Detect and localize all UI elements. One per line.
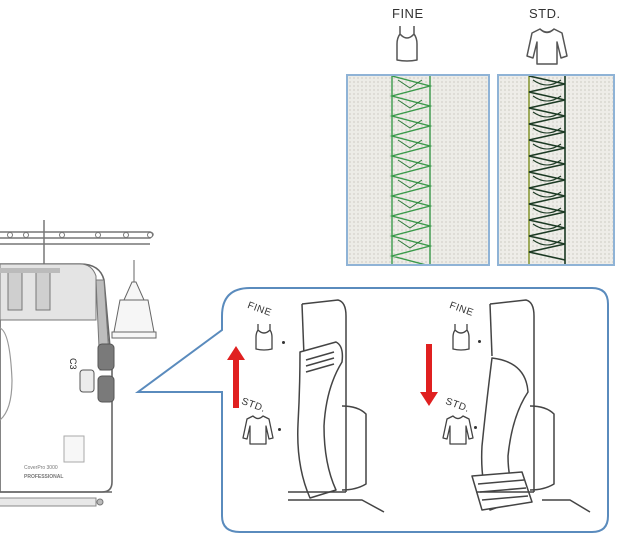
callout-shirt-icon-right	[442, 415, 474, 445]
std-stitch-image	[499, 76, 613, 264]
callout-dot-std-right	[474, 426, 477, 429]
std-label-top: STD.	[529, 6, 561, 21]
callout-dot-fine-left	[282, 341, 285, 344]
fine-stitch-photo	[346, 74, 490, 266]
lever-illustration-std	[471, 299, 591, 513]
tension-dials	[79, 343, 115, 403]
long-sleeve-shirt-icon	[526, 28, 568, 65]
thread-cone	[111, 260, 157, 339]
serger-machine	[0, 220, 157, 507]
callout-shirt-icon-left	[242, 415, 274, 445]
fine-stitch-image	[348, 76, 488, 264]
arrow-down-icon	[420, 344, 438, 406]
callout-dot-fine-right	[478, 340, 481, 343]
lever-illustration-fine	[288, 299, 385, 513]
callout-tank-top-icon-right	[452, 324, 470, 351]
callout-tank-top-icon-left	[255, 324, 273, 351]
tank-top-icon	[396, 26, 418, 62]
callout-dot-std-left	[278, 428, 281, 431]
fine-label-top: FINE	[392, 6, 424, 21]
arrow-up-icon	[227, 346, 245, 408]
machine-brand-text: PROFESSIONAL	[24, 474, 64, 480]
machine-model-text: CoverPro 3000	[24, 465, 58, 471]
std-stitch-photo	[497, 74, 615, 266]
